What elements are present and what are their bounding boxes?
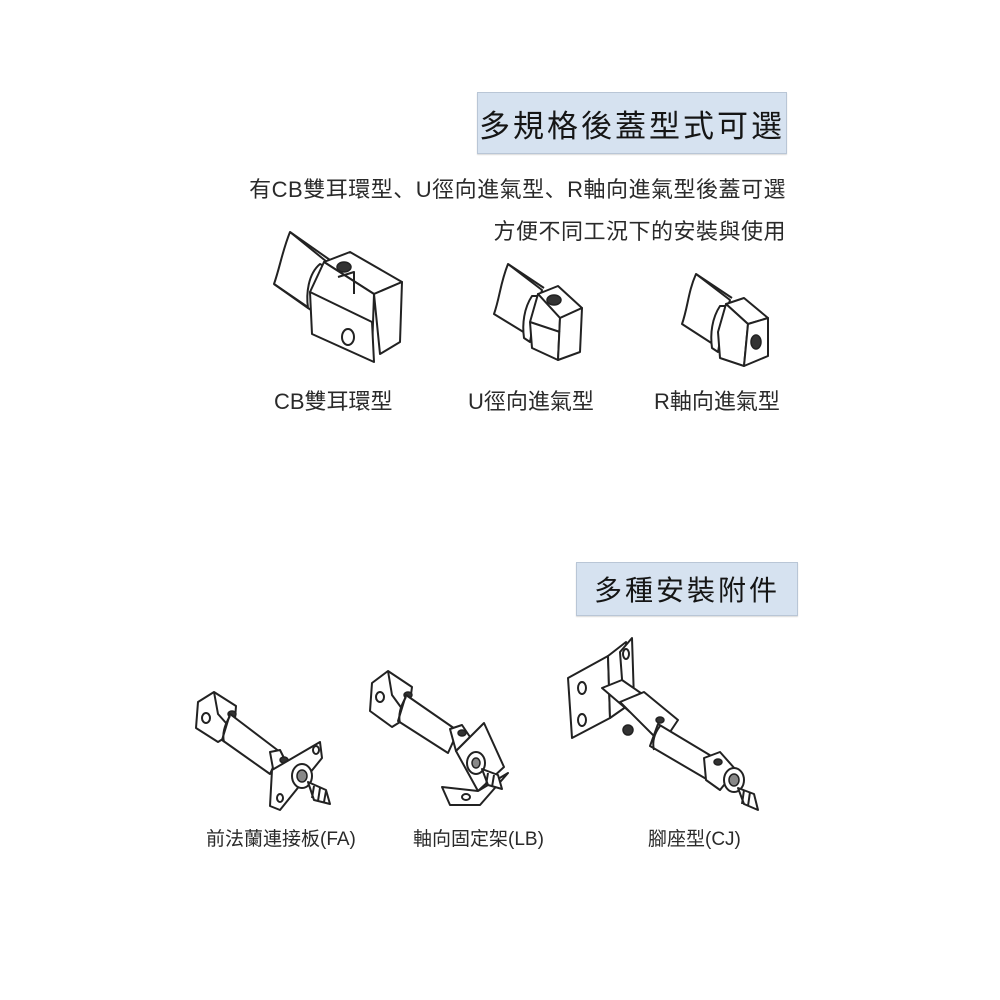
front-flange-mount-label: 前法蘭連接板(FA) <box>206 829 356 850</box>
rear-cover-description-line1: 有CB雙耳環型、U徑向進氣型、R軸向進氣型後蓋可選 <box>249 177 786 202</box>
foot-mount-illustration <box>558 628 778 823</box>
r-axial-port-label: R軸向進氣型 <box>654 389 780 414</box>
front-flange-mount-illustration <box>184 670 344 820</box>
cb-double-clevis-cover-illustration <box>262 222 422 372</box>
mounting-accessories-banner: 多種安裝附件 <box>576 562 798 616</box>
cb-double-clevis-label: CB雙耳環型 <box>274 389 393 414</box>
axial-foot-bracket-illustration <box>358 655 528 820</box>
u-radial-port-label: U徑向進氣型 <box>468 389 594 414</box>
rear-cover-options-banner: 多規格後蓋型式可選 <box>477 92 787 154</box>
u-radial-port-cover-illustration <box>482 252 592 372</box>
foot-mount-label: 腳座型(CJ) <box>648 829 741 850</box>
rear-cover-description-line2: 方便不同工況下的安裝與使用 <box>493 219 786 244</box>
r-axial-port-cover-illustration <box>672 262 782 372</box>
axial-foot-bracket-label: 軸向固定架(LB) <box>413 829 544 850</box>
